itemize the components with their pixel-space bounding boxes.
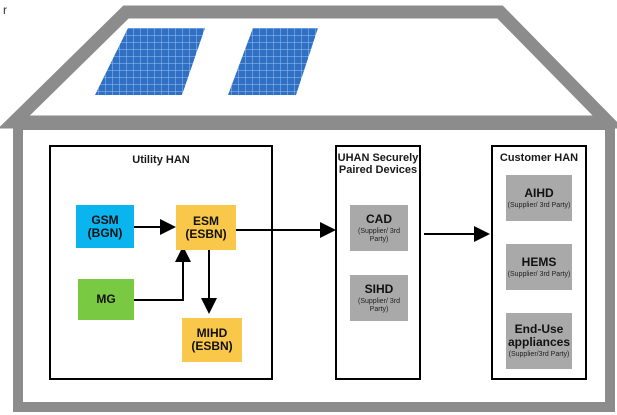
esm-label: ESM: [192, 213, 219, 228]
sihd-sublabel: (Supplier/ 3rd Party): [357, 297, 401, 313]
hems-sublabel: (Supplier/ 3rd Party): [507, 270, 571, 278]
customer-han-title: Customer HAN: [499, 152, 579, 164]
appliances-label-line2: appliances: [507, 335, 571, 349]
mihd-label: MIHD: [196, 326, 228, 340]
aihd-label: AIHD: [524, 185, 554, 200]
cad-sublabel: (Supplier/ 3rd Party): [357, 227, 401, 243]
uhan-title-line2: Paired Devices: [338, 164, 418, 176]
aihd-sublabel: (Supplier/ 3rd Party): [507, 201, 571, 209]
utility-han-title: Utility HAN: [132, 154, 190, 166]
customer-han-box: [491, 145, 587, 380]
esm-node: ESM (ESBN): [176, 205, 236, 250]
mg-label: MG: [96, 292, 116, 306]
mihd-sublabel: (ESBN): [191, 339, 233, 353]
solar-panel-right: [228, 28, 318, 95]
uhan-title: UHAN Securely Paired Devices: [336, 152, 420, 176]
gsm-sublabel: (BGN): [87, 225, 123, 240]
cad-label: CAD: [366, 211, 392, 226]
arrow-mg-esm: [134, 246, 191, 301]
mihd-node: MIHD (ESBN): [182, 318, 242, 362]
appliances-label-line1: End-Use: [514, 322, 564, 336]
uhan-box: [335, 145, 421, 380]
aihd-node: AIHD (Supplier/ 3rd Party): [506, 175, 572, 221]
hems-label: HEMS: [521, 254, 557, 269]
gsm-node: GSM (BGN): [76, 205, 134, 248]
sihd-node: SIHD (Supplier/ 3rd Party): [350, 275, 408, 321]
gsm-label: GSM: [91, 212, 119, 227]
appliances-node: End-Use appliances (Supplier/3rd Party): [506, 313, 572, 369]
hems-node: HEMS (Supplier/ 3rd Party): [506, 244, 572, 290]
utility-han-box: [49, 145, 273, 380]
cad-node: CAD (Supplier/ 3rd Party): [350, 205, 408, 251]
solar-panel-left: [95, 28, 205, 95]
uhan-title-line1: UHAN Securely: [337, 152, 419, 164]
appliances-sublabel: (Supplier/3rd Party): [508, 351, 570, 358]
esm-sublabel: (ESBN): [185, 226, 227, 241]
mg-node: MG: [78, 279, 134, 320]
corner-mark: r: [3, 3, 7, 17]
sihd-label: SIHD: [364, 281, 394, 296]
